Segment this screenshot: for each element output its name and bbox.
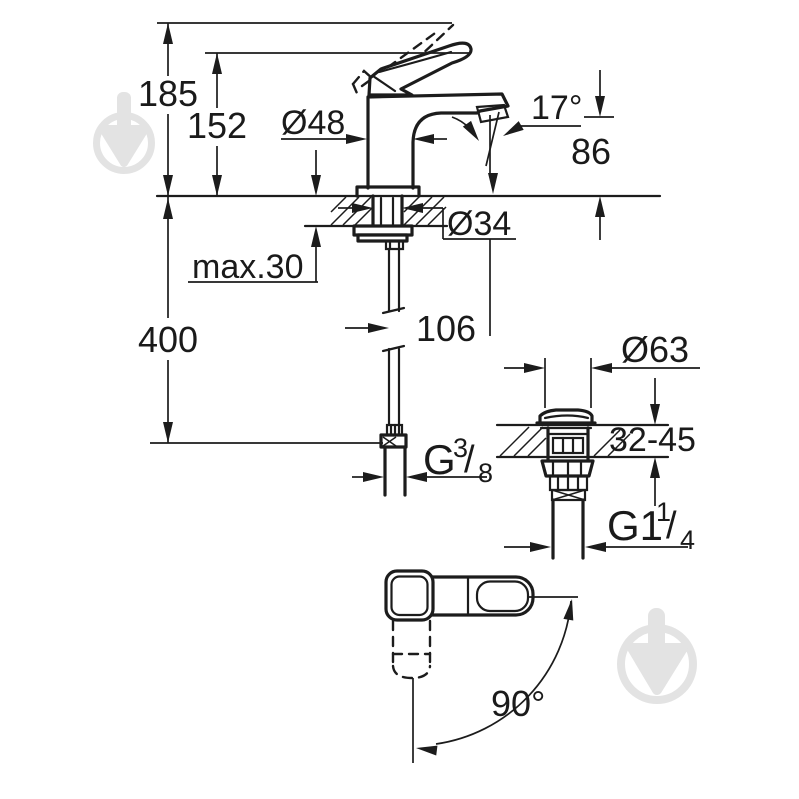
dim-max-deck-thickness: max.30 [192,248,304,286]
dim-hose-length: 400 [138,319,198,360]
trowel-icon [99,125,149,167]
dim-supply-thread: G 3 / 8 [423,433,493,488]
dim-waste-cap-diameter: Ø63 [621,329,689,370]
dim-hole-diameter: Ø34 [447,205,511,243]
faucet-body-spout [366,92,510,190]
handle-swivel-dashed [391,619,432,680]
dim-swivel-angle: 90° [491,683,545,724]
dim-basin-thickness-range: 32-45 [609,421,696,459]
dim-height-to-spout: 152 [187,105,247,146]
dim-body-diameter: Ø48 [281,104,345,142]
faucet-side-view [155,23,662,497]
watermark-logo-top-left [93,92,155,174]
dim-overall-height: 185 [138,73,198,114]
trowel-icon [627,643,688,695]
aerator [475,103,510,124]
handle-top-view: 90° [384,569,578,763]
dim-spray-angle: 17° [531,89,582,127]
side-view-dimensions: 185 152 Ø48 17° 86 Ø [138,22,614,488]
basin-hatching [499,426,631,457]
supply-pipe [381,247,406,427]
dim-spout-outlet-height: 86 [571,131,611,172]
deck-hatching [330,196,447,226]
handle-knob [384,569,435,622]
waste-body [546,426,590,462]
base-plinth [355,185,421,198]
lever-face-line [371,74,397,93]
trowel-handle [117,92,131,132]
trowel-handle [648,608,665,653]
dim-waste-thread: G1 1 / 4 [607,497,695,555]
pop-up-waste-view: Ø63 [495,329,700,560]
waste-nut [540,459,595,502]
supply-fitting [379,423,408,497]
mounting-shank [352,194,414,251]
swivel-arc [435,600,572,745]
dim-hose-offset: 106 [416,308,476,349]
watermark-logo-bottom-right [617,608,697,704]
lever-handle [367,41,473,97]
